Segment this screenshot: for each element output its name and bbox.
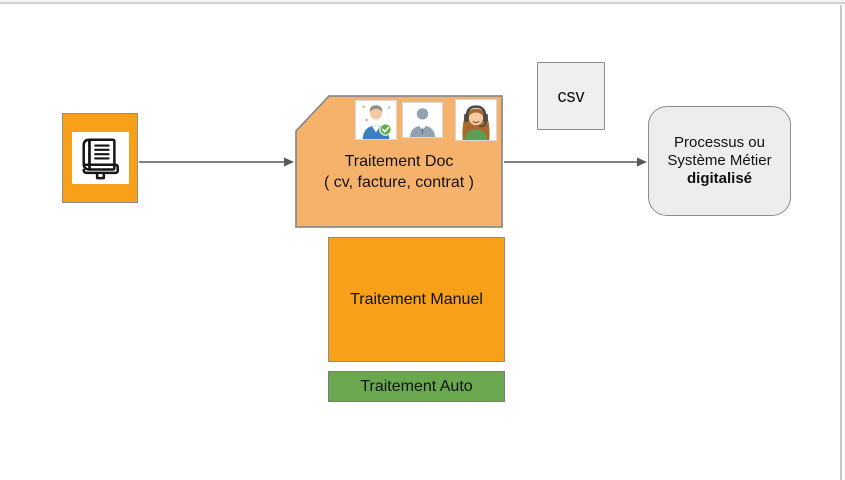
traitement-manuel-node: Traitement Manuel — [328, 237, 505, 362]
traitement-auto-node: Traitement Auto — [328, 371, 505, 402]
book-icon — [82, 138, 119, 180]
document-source-node — [62, 113, 138, 203]
person-silhouette-avatar — [402, 102, 443, 138]
processus-line2: Système Métier — [667, 152, 772, 169]
traitement-doc-title: Traitement Doc — [344, 153, 454, 170]
processus-node: Processus ou Système Métier digitalisé — [648, 106, 791, 216]
arrow-doc-source-to-traitement-doc — [139, 157, 294, 167]
traitement-manuel-label: Traitement Manuel — [350, 290, 483, 308]
processus-line3: digitalisé — [686, 170, 753, 187]
page-top-border — [0, 0, 845, 4]
traitement-doc-shape — [295, 95, 503, 228]
traitement-auto-label: Traitement Auto — [360, 377, 473, 395]
traitement-doc-subtitle: ( cv, facture, contrat ) — [324, 174, 474, 191]
support-agent-woman-avatar — [455, 99, 497, 141]
businessman-check-avatar — [355, 100, 397, 140]
traitement-doc-node: Traitement Doc ( cv, facture, contrat ) — [295, 95, 503, 228]
csv-node: csv — [537, 62, 605, 130]
page-right-border — [840, 5, 842, 480]
book-tile — [71, 132, 129, 184]
arrow-traitement-doc-to-processus — [504, 157, 647, 167]
csv-label: csv — [557, 85, 585, 106]
processus-line1: Processus ou — [674, 134, 765, 151]
traitement-doc-label: Traitement Doc ( cv, facture, contrat ) — [295, 151, 503, 193]
